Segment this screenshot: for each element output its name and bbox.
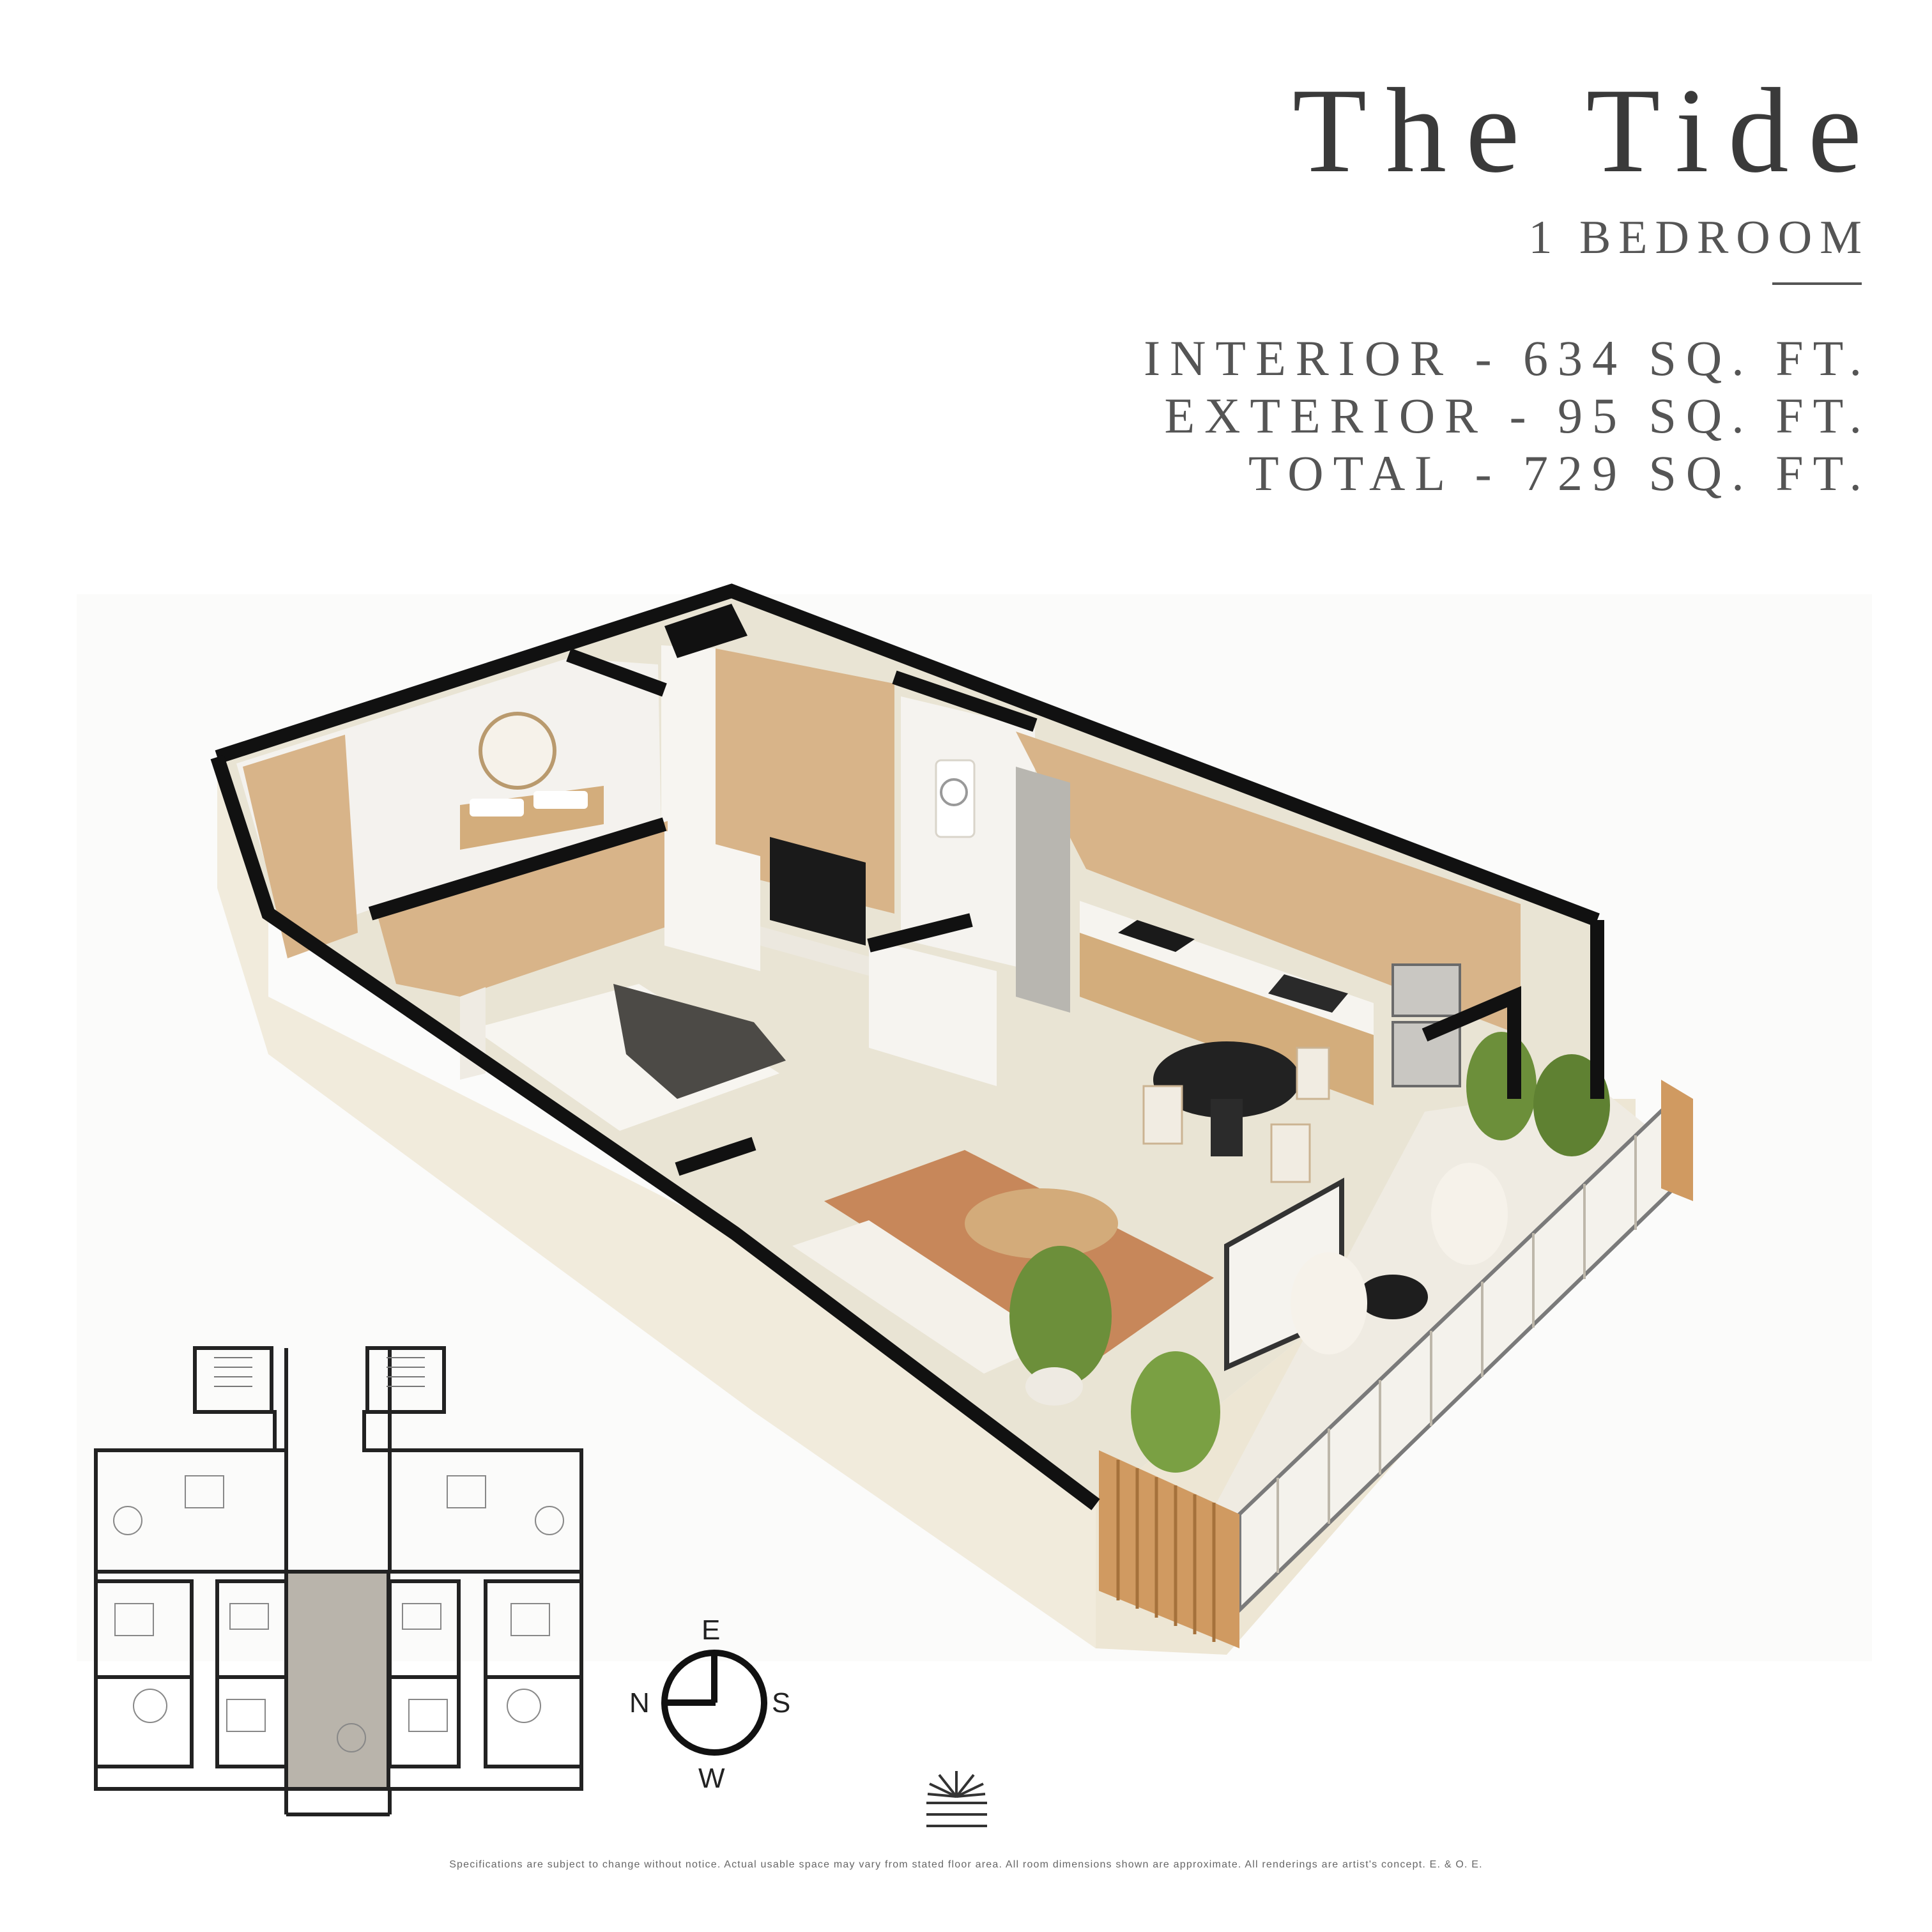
bed — [473, 984, 779, 1131]
microwave — [1392, 963, 1461, 1017]
wood-slat-screen-front — [1099, 1450, 1239, 1648]
closet-wall — [661, 645, 716, 869]
compass-east-label: E — [702, 1614, 721, 1646]
unit-type: 1 BEDROOM — [1528, 211, 1869, 264]
cooktop — [1118, 920, 1195, 952]
area-rug — [824, 1150, 1214, 1367]
page-title: The Tide — [1292, 64, 1881, 198]
railing-balusters — [1276, 1135, 1637, 1573]
unit-walls — [210, 583, 1604, 1510]
bedroom-wardrobe — [377, 821, 668, 997]
closet-cabinets — [716, 648, 894, 914]
patio-lounge-chair — [1431, 1163, 1508, 1265]
tv-console — [760, 926, 875, 977]
bed-blanket — [613, 984, 786, 1099]
compass-icon — [661, 1650, 767, 1756]
patio-side-table — [1358, 1275, 1428, 1319]
kitchen-sink — [1268, 974, 1348, 1013]
kitchen-upper-cabinets — [1016, 732, 1521, 1035]
balcony-plant — [1131, 1351, 1220, 1473]
title-divider — [1772, 282, 1862, 285]
dining-chair — [1142, 1085, 1183, 1145]
sofa — [792, 1220, 1054, 1374]
patio-lounge-chair — [1291, 1252, 1367, 1354]
key-plan-walls — [94, 1346, 583, 1816]
sunrise-logo-icon — [926, 1771, 987, 1827]
total-area: TOTAL - 729 SQ. FT. — [1248, 445, 1871, 501]
dining-chair — [1296, 1046, 1330, 1100]
wood-slat-lines — [1116, 1460, 1216, 1642]
interior-area: INTERIOR - 634 SQ. FT. — [1144, 330, 1871, 386]
bathroom-mirror — [479, 712, 556, 790]
washer-dryer — [935, 759, 976, 838]
building-base-left — [217, 757, 1096, 1648]
television — [770, 837, 866, 946]
entry-pillar — [869, 939, 997, 1086]
dining-table-pedestal — [1211, 1099, 1243, 1156]
exterior-area: EXTERIOR - 95 SQ. FT. — [1164, 388, 1871, 443]
compass-north-label: N — [629, 1687, 650, 1719]
compass-south-label: S — [772, 1687, 791, 1719]
coffee-table — [965, 1188, 1118, 1259]
floor-plant — [1009, 1246, 1112, 1386]
tv-partition — [664, 831, 760, 971]
stair-treads — [214, 1357, 425, 1387]
dryer-door-icon — [940, 778, 968, 806]
plant-pot — [1025, 1367, 1083, 1406]
bathroom-sink-left — [470, 799, 524, 816]
refrigerator — [1016, 767, 1070, 1013]
shower-wall — [243, 735, 358, 958]
dining-table — [1153, 1041, 1300, 1118]
dining-chair — [1270, 1123, 1311, 1183]
wood-slat-screen-side — [1661, 1080, 1693, 1201]
highlighted-unit — [286, 1572, 388, 1789]
compass-west-label: W — [698, 1763, 725, 1794]
bathroom-sink-right — [533, 791, 588, 809]
key-plan-furniture — [113, 1475, 564, 1752]
closet-ceiling-block — [664, 604, 747, 658]
footer-disclaimer: Specifications are subject to change wit… — [449, 1859, 1483, 1870]
